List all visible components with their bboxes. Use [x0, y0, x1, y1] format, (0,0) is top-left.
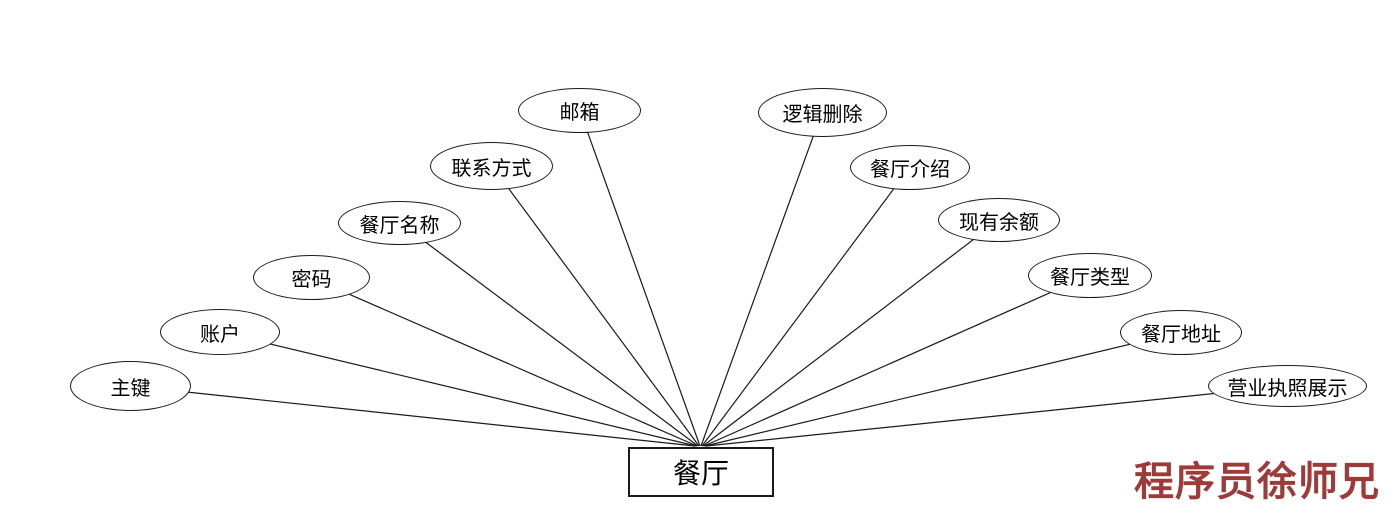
attribute-node-restaurant-address: 餐厅地址 — [1120, 310, 1242, 355]
attribute-label: 逻辑删除 — [782, 104, 863, 126]
attribute-node-email: 邮箱 — [518, 88, 641, 133]
connector-line — [399, 222, 699, 447]
connector-line — [579, 110, 701, 447]
attribute-node-primary-key: 主键 — [70, 361, 191, 411]
connector-line — [704, 331, 1182, 447]
entity-node-restaurant: 餐厅 — [628, 447, 774, 497]
attribute-label: 餐厅类型 — [1050, 267, 1130, 289]
attribute-node-account: 账户 — [160, 309, 280, 355]
connector-line — [129, 385, 696, 447]
attribute-node-contact-info: 联系方式 — [430, 142, 553, 190]
attribute-label: 联系方式 — [451, 157, 532, 180]
entity-label: 餐厅 — [672, 458, 729, 489]
connector-line — [700, 111, 823, 447]
attribute-node-restaurant-name: 餐厅名称 — [338, 201, 461, 245]
connector-line — [705, 385, 1288, 447]
connector-line — [219, 331, 697, 447]
attribute-node-current-balance: 现有余额 — [938, 198, 1060, 242]
attribute-label: 餐厅地址 — [1141, 324, 1221, 346]
attribute-node-restaurant-type: 餐厅类型 — [1028, 253, 1152, 298]
attribute-label: 餐厅介绍 — [870, 159, 950, 181]
attribute-label: 营业执照展示 — [1227, 377, 1348, 400]
watermark-text: 程序员徐师兄 — [1134, 459, 1380, 504]
connector-line — [702, 219, 1000, 447]
attribute-node-restaurant-intro: 餐厅介绍 — [850, 145, 970, 190]
attribute-node-logical-delete: 逻辑删除 — [758, 88, 887, 137]
attribute-label: 账户 — [200, 323, 240, 346]
connector-line — [701, 166, 911, 447]
attribute-node-business-license: 营业执照展示 — [1208, 365, 1367, 407]
connector-line — [491, 165, 700, 447]
connector-line — [311, 277, 698, 447]
attribute-label: 主键 — [110, 377, 151, 400]
attribute-label: 邮箱 — [559, 102, 600, 124]
attribute-label: 现有余额 — [959, 211, 1039, 234]
attribute-node-password: 密码 — [253, 255, 370, 300]
connector-line — [703, 274, 1091, 447]
attribute-label: 餐厅名称 — [359, 214, 440, 237]
attribute-label: 密码 — [291, 269, 332, 291]
